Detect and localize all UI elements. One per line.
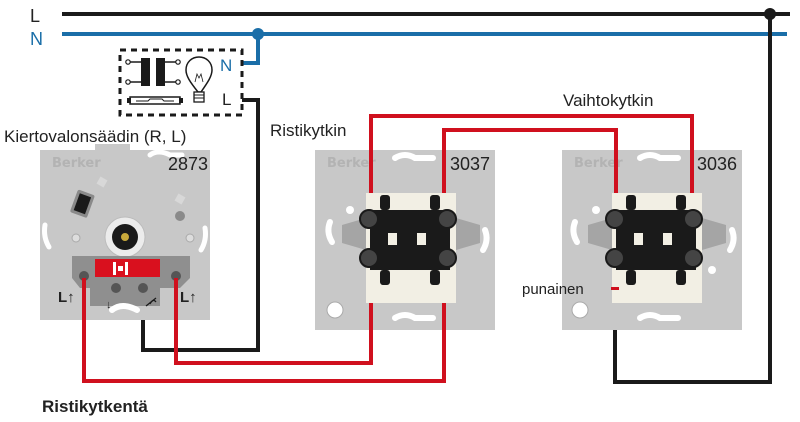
load-l-label: L: [222, 90, 231, 109]
neutral-label: N: [30, 29, 43, 49]
dimmer-terminal-left: L↑: [58, 289, 75, 306]
changeover-switch-model: 3036: [697, 154, 737, 174]
traveler-bottom-outer: [82, 278, 446, 383]
dimmer-terminal-down: ↓: [106, 299, 112, 311]
changeover-terminal-note: punainen: [522, 281, 584, 298]
cross-switch-name: Ristikytkin: [270, 121, 347, 140]
cross-switch-brand: Berker: [327, 156, 376, 171]
neutral-to-load-wire: [242, 34, 260, 65]
line-feed-wire: [613, 14, 772, 384]
traveler-bottom-inner: [174, 278, 373, 365]
line-label: L: [30, 6, 40, 26]
changeover-switch-device: Berker: [562, 150, 742, 330]
cross-switch-device: Berker: [315, 150, 495, 330]
cross-switch-model: 3037: [450, 154, 490, 174]
red-terminal-marker: [611, 287, 619, 290]
diagram-title: Ristikytkentä: [42, 397, 148, 416]
lamp-transformer-icon: [125, 56, 213, 105]
dimmer-terminal-right: L↑: [180, 289, 197, 306]
dimmer-brand: Berker: [52, 156, 101, 171]
load-n-label: N: [220, 56, 232, 75]
load-box: [118, 48, 244, 117]
load-switched-wire: [141, 98, 260, 352]
traveler-top-inner: [442, 128, 618, 193]
dimmer-output-icon: [145, 297, 157, 307]
dimmer-name: Kiertovalonsäädin (R, L): [4, 127, 186, 146]
dimmer-model: 2873: [168, 154, 208, 174]
changeover-switch-name: Vaihtokytkin: [563, 91, 653, 110]
dimmer-device: Berker: [40, 144, 210, 320]
changeover-switch-brand: Berker: [574, 156, 623, 171]
traveler-top-outer: [369, 114, 694, 193]
